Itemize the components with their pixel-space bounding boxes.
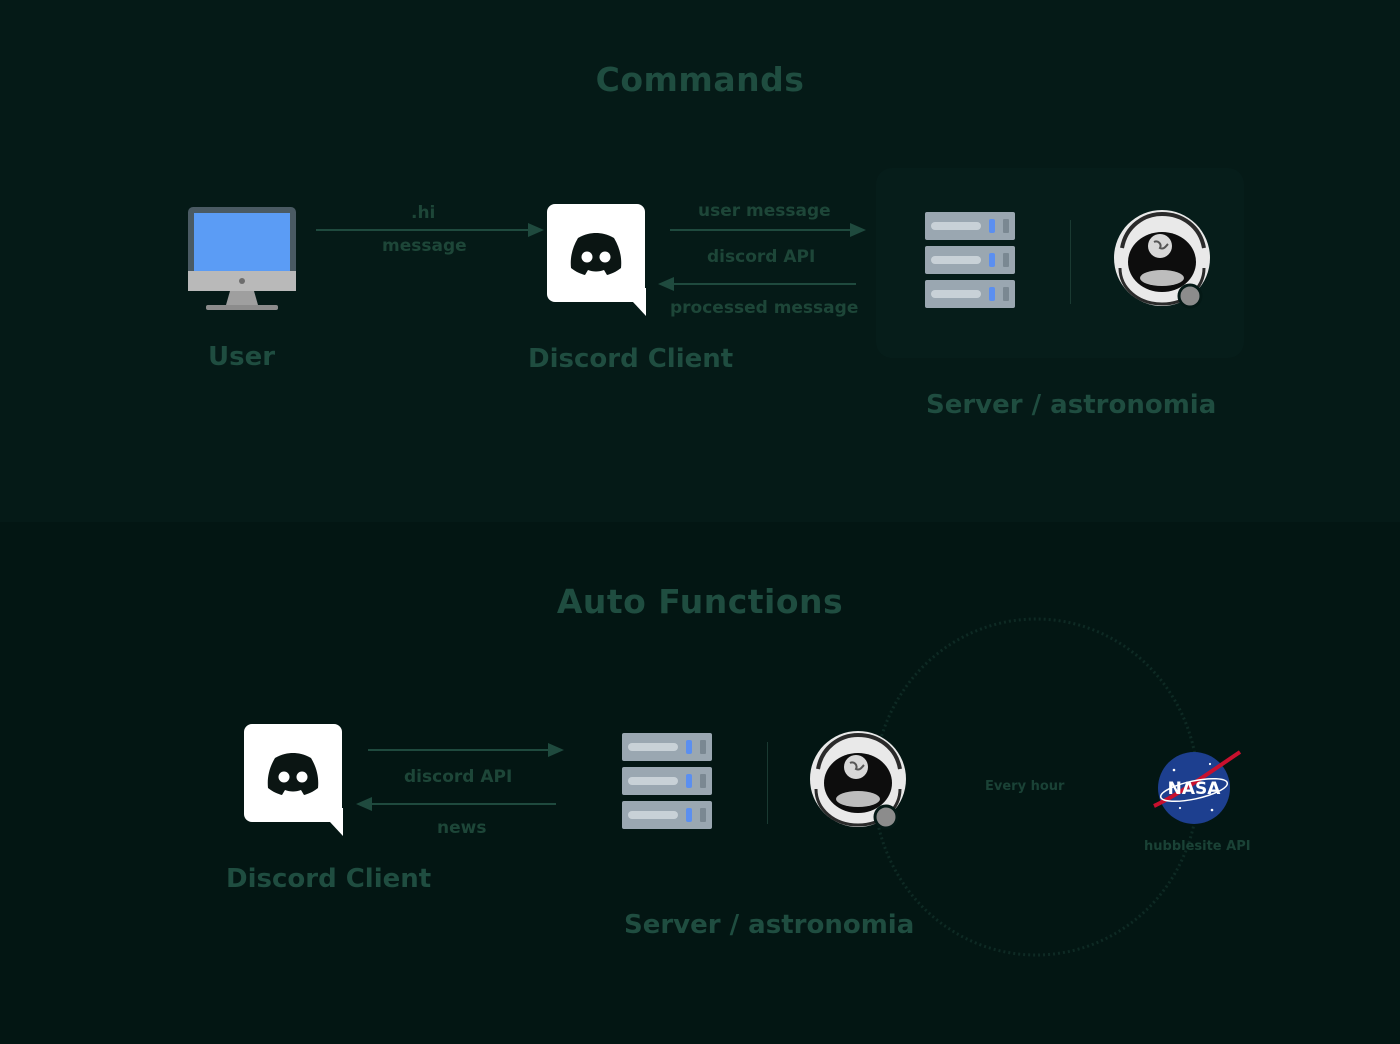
auto-server-label: Server / astronomia bbox=[624, 910, 915, 940]
arrow-client-to-server bbox=[670, 222, 866, 238]
discord-speech-tail-icon bbox=[317, 808, 343, 838]
discord-speech-tail-icon bbox=[620, 288, 646, 318]
nasa-logo-icon: NASA bbox=[1150, 748, 1242, 828]
monitor-icon bbox=[186, 205, 298, 313]
discord-logo-icon bbox=[547, 204, 645, 302]
arrow-server-to-client bbox=[356, 796, 556, 812]
arrow-label-news: news bbox=[437, 818, 487, 838]
server-rack-icon bbox=[924, 210, 1018, 310]
arrow-label-user-message: user message bbox=[698, 201, 831, 221]
astronaut-bot-avatar-icon bbox=[808, 729, 912, 833]
commands-client-label: Discord Client bbox=[528, 344, 734, 374]
arrow-label-hi: .hi bbox=[411, 203, 436, 223]
arrow-label-discord-api: discord API bbox=[404, 767, 513, 787]
hubblesite-api-label: hubblesite API bbox=[1144, 839, 1251, 854]
arrow-client-to-server bbox=[368, 742, 564, 758]
server-rack-icon bbox=[621, 731, 715, 831]
auto-functions-title: Auto Functions bbox=[556, 582, 844, 621]
arrow-user-to-client bbox=[316, 222, 544, 238]
server-divider bbox=[1070, 220, 1071, 304]
arrow-label-message: message bbox=[382, 236, 467, 256]
cycle-label-every-hour: Every hour bbox=[985, 779, 1065, 794]
arrow-label-discord-api: discord API bbox=[707, 247, 816, 267]
user-label: User bbox=[208, 342, 276, 372]
commands-server-label: Server / astronomia bbox=[926, 390, 1217, 420]
astronaut-bot-avatar-icon bbox=[1112, 208, 1216, 312]
arrow-label-processed-message: processed message bbox=[670, 298, 859, 318]
arrow-server-to-client bbox=[658, 276, 856, 292]
commands-title: Commands bbox=[595, 60, 805, 99]
discord-logo-icon bbox=[244, 724, 342, 822]
auto-client-label: Discord Client bbox=[226, 864, 432, 894]
nasa-logo-text: NASA bbox=[1168, 779, 1222, 799]
server-divider bbox=[767, 742, 768, 824]
